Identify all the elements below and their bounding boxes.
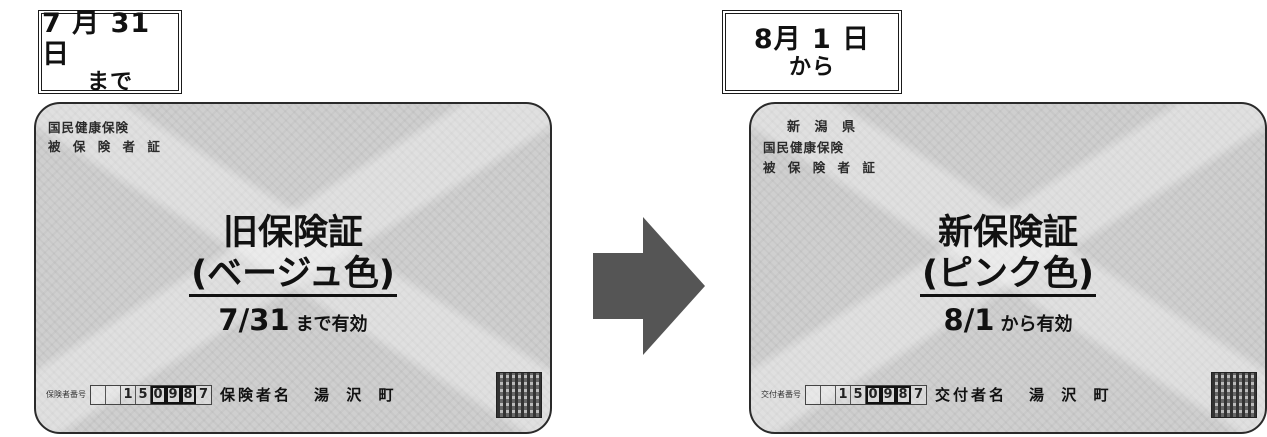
new-validity-suffix: から有効: [1000, 314, 1073, 336]
old-validity-suffix: まで有効: [295, 314, 368, 336]
old-number-cell: [91, 385, 106, 404]
new-number-cell: 8: [896, 385, 911, 404]
new-card-header-line1: 国民健康保険: [763, 140, 845, 156]
old-number-cell: 0: [151, 385, 166, 404]
new-number-cell: 0: [866, 385, 881, 404]
new-qr-code-icon: [1211, 372, 1257, 418]
right-arrow-icon: [593, 217, 705, 355]
old-date-line1: 7 月 31 日: [42, 8, 151, 71]
old-number-cell: 1: [121, 385, 136, 404]
new-card-header: 新 潟 県 国民健康保険 被 保 険 者 証: [763, 118, 879, 177]
old-card-color: (ベージュ色): [189, 254, 397, 298]
old-number-cell: 7: [196, 385, 211, 404]
old-card-title: 旧保険証: [222, 213, 363, 253]
old-qr-code-icon: [496, 372, 542, 418]
new-number-cell: 1: [836, 385, 851, 404]
new-card-bottom: 交付者番号 1 5 0 9 8 7 交付者名 湯 沢 町: [761, 384, 1114, 405]
new-validity-date: 8/1: [943, 303, 995, 338]
new-date-label: 8月 1 日 から: [722, 10, 902, 94]
new-number-cell: 9: [881, 385, 896, 404]
old-card-header-line1: 国民健康保険: [48, 120, 130, 135]
old-card-bottom: 保険者番号 1 5 0 9 8 7 保険者名 湯 沢 町: [46, 384, 399, 405]
new-number-cell: 7: [911, 385, 926, 404]
new-date-line2: から: [788, 54, 835, 80]
new-card-title: 新保険証: [937, 213, 1078, 253]
old-number-label: 保険者番号: [46, 390, 86, 399]
old-town-name: 湯 沢 町: [314, 386, 400, 404]
new-card-color: (ピンク色): [920, 254, 1096, 298]
new-number-cell: [806, 385, 821, 404]
old-number-cell: 9: [166, 385, 181, 404]
old-card-header-line2: 被 保 険 者 証: [48, 139, 164, 155]
new-number-cell: [821, 385, 836, 404]
old-date-line2: まで: [86, 70, 133, 96]
old-number-cell: [106, 385, 121, 404]
old-number-cells: 1 5 0 9 8 7: [90, 384, 212, 405]
new-card-header-line2: 被 保 険 者 証: [763, 159, 879, 175]
new-insurer-label: 交付者名: [935, 386, 1008, 404]
old-validity-date: 7/31: [218, 303, 290, 338]
old-number-cell: 5: [136, 385, 151, 404]
old-insurer-label: 保険者名: [220, 386, 293, 404]
new-card-prefecture: 新 潟 県: [787, 120, 861, 135]
new-town-name: 湯 沢 町: [1029, 386, 1115, 404]
old-date-label: 7 月 31 日 まで: [38, 8, 182, 96]
new-date-line1: 8月 1 日: [753, 23, 871, 55]
new-number-label: 交付者番号: [761, 390, 801, 399]
new-number-cells: 1 5 0 9 8 7: [805, 384, 927, 405]
old-card-header: 国民健康保険 被 保 険 者 証: [48, 118, 164, 157]
old-number-cell: 8: [181, 385, 196, 404]
new-number-cell: 5: [851, 385, 866, 404]
